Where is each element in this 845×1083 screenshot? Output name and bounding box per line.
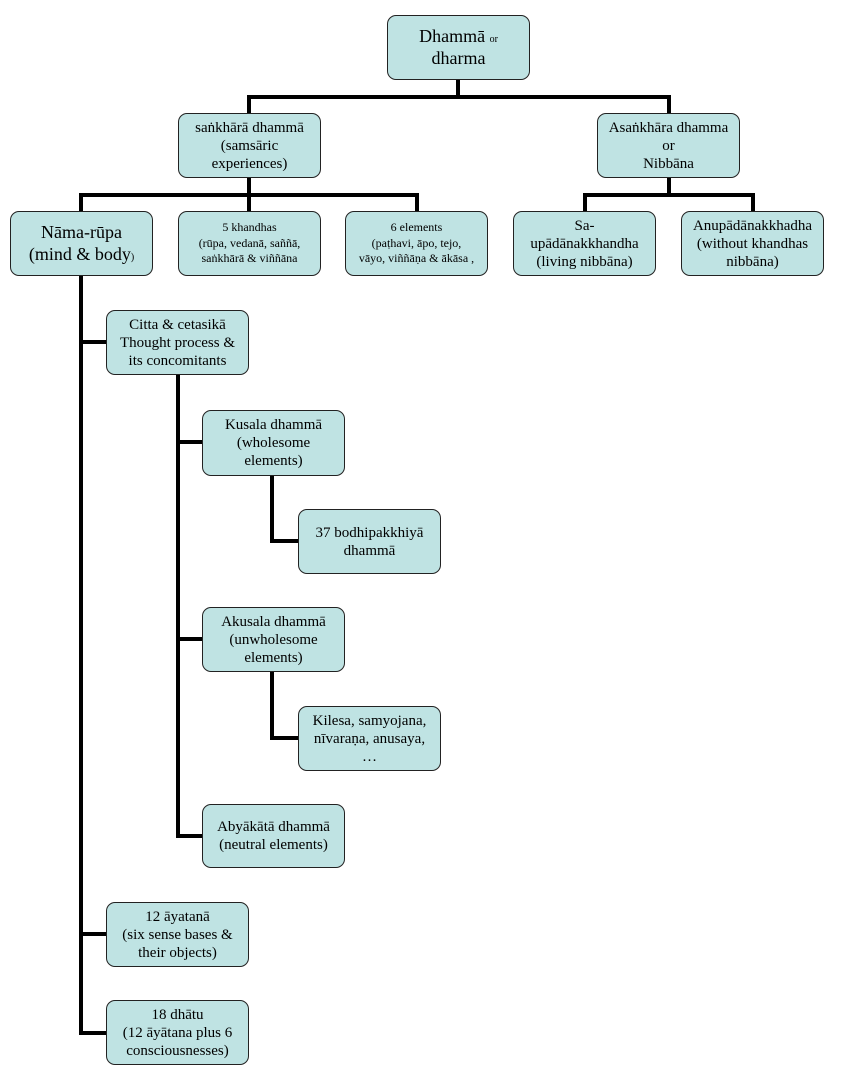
node-root-dhamma: Dhammā or dharma [387,15,530,80]
nama-rupa-subtitle: (mind & body [28,243,131,264]
node-text-line: elements) [244,453,303,469]
node-text-line: 12 āyatanā [145,908,210,925]
node-text-line: … [362,748,377,765]
node-anupadanakkhadha: Anupādānakkhadha (without khandhas nibbā… [681,211,824,276]
node-text-line: or [662,137,675,154]
node-5-khandhas: 5 khandhas (rūpa, vedanā, saññā, saṅkhār… [178,211,321,276]
node-18-dhatu: 18 dhātu (12 āyātana plus 6 consciousnes… [106,1000,249,1065]
node-text-line: (rūpa, vedanā, saññā, [198,235,301,250]
node-text-line: nibbāna) [726,253,779,270]
node-text-line: (without khandhas [696,235,809,252]
node-abyakata-dhamma: Abyākātā dhammā (neutral elements) [202,804,345,868]
node-text-line: Anupādānakkhadha [692,217,813,234]
node-kilesa: Kilesa, samyojana, nīvaraṇa, anusaya, … [298,706,441,771]
node-text-line: nīvaraṇa, anusaya, [313,730,426,747]
node-text-line: vāyo, viññāṇa & ākāsa , [358,251,475,266]
root-tail-text: dharma [431,47,486,68]
node-text-line: 37 bodhipakkhiyā [315,524,424,541]
node-text-line: Citta & cetasikā [129,316,226,333]
node-sankhara-dhamma: saṅkhārā dhammā (samsāric experiences) [178,113,321,178]
node-text-line: Sa- [574,217,595,234]
node-12-ayatana: 12 āyatanā (six sense bases & their obje… [106,902,249,967]
node-text-line: experiences) [211,155,288,172]
node-text-line: (living nibbāna) [536,253,633,270]
node-sa-upadanakkhandha: Sa- upādānakkhandha (living nibbāna) [513,211,656,276]
node-text-line: saṅkhārā & viññāna [201,251,298,266]
node-text-line: Thought process & [120,334,235,351]
node-text-line: (neutral elements) [219,837,328,853]
node-text-line: its concomitants [128,352,227,369]
node-text-line: (samsāric [220,137,279,154]
node-kusala-dhamma: Kusala dhammā (wholesome elements) [202,410,345,476]
node-text-line: consciousnesses) [126,1042,229,1059]
node-text-line: Asaṅkhāra dhamma [608,119,729,136]
node-text-line: (unwholesome [229,631,318,648]
node-text-line: saṅkhārā dhammā [195,119,304,136]
node-text-line: (wholesome [236,435,311,451]
node-text-line: Abyākātā dhammā [217,819,330,835]
node-citta-cetasika: Citta & cetasikā Thought process & its c… [106,310,249,375]
node-6-elements: 6 elements (paṭhavi, āpo, tejo, vāyo, vi… [345,211,488,276]
node-text-line: (six sense bases & [122,926,233,943]
node-text-line: Kusala dhammā [224,417,323,433]
node-nama-rupa: Nāma-rūpa (mind & body) [10,211,153,276]
root-main-text: Dhammā [419,25,486,46]
nama-rupa-title: Nāma-rūpa [41,221,122,242]
node-text-line: elements) [244,649,303,666]
node-asankhara-dhamma: Asaṅkhāra dhamma or Nibbāna [597,113,740,178]
node-text-line: 5 khandhas [222,220,277,235]
node-text-line: 18 dhātu [151,1006,204,1023]
node-text-line: 6 elements [390,220,443,235]
node-text-line: dhammā [343,542,396,559]
root-or-text: or [489,33,498,45]
node-text-line: Nibbāna [643,155,694,172]
node-text-line: their objects) [138,944,217,961]
node-text-line: (paṭhavi, āpo, tejo, [371,235,462,250]
node-akusala-dhamma: Akusala dhammā (unwholesome elements) [202,607,345,672]
node-37-bodhipakkhiya: 37 bodhipakkhiyā dhammā [298,509,441,574]
node-text-line: upādānakkhandha [530,235,639,252]
node-text-line: Akusala dhammā [221,613,326,630]
node-text-line: Kilesa, samyojana, [312,712,427,729]
nama-rupa-closing: ) [130,251,135,263]
node-text-line: (12 āyātana plus 6 [122,1024,233,1041]
